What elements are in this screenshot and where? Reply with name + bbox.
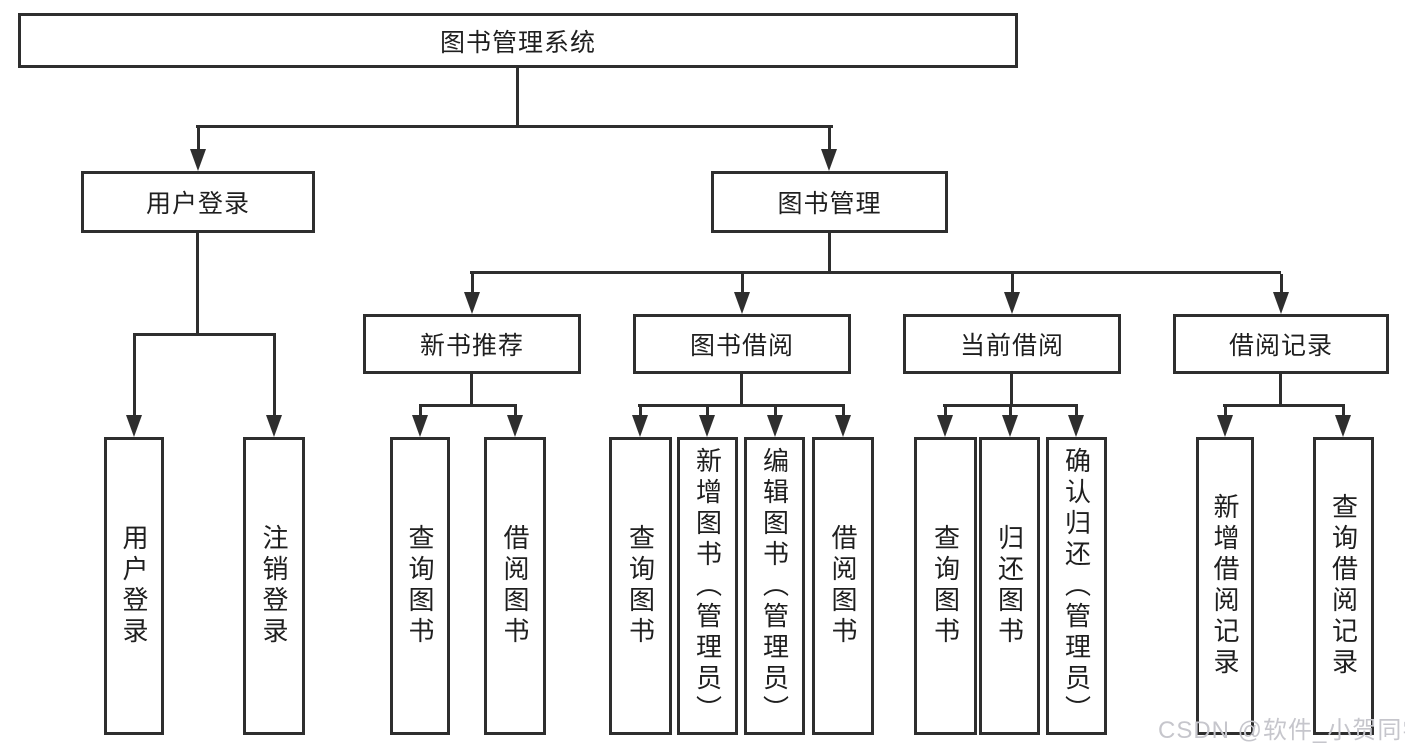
arrowhead-icon [266,415,282,437]
leaf-label: 确认归还（管理员） [1061,446,1092,726]
watermark: CSDN @软件_小贺同学 [1158,717,1405,744]
leaf-label: 查询图书 [930,524,961,648]
node-library-management-system: 图书管理系统 [18,13,1018,68]
arrow-to-leaf-edit-books-admin [767,404,783,437]
arrowhead-icon [412,415,428,437]
leaf-user-login: 用户登录 [104,437,164,735]
leaf-logout: 注销登录 [243,437,305,735]
leaf-label: 新增借阅记录 [1210,493,1240,679]
node-label: 图书管理 [777,190,882,218]
leaf-label: 查询图书 [625,524,656,648]
leaf-borrow-books-newrec: 借阅图书 [484,437,546,735]
arrowhead-icon [835,415,851,437]
arrowhead-icon [1002,415,1018,437]
arrow-to-leaf-borrow-books-1 [507,404,523,437]
node-label: 用户登录 [145,190,250,218]
arrow-to-borrowing-records [1273,274,1289,314]
node-new-book-recommendation: 新书推荐 [363,314,581,374]
arrow-to-leaf-query-borrow-record [1335,404,1351,437]
leaf-borrow-books: 借阅图书 [812,437,874,735]
leaf-query-borrow-record: 查询借阅记录 [1313,437,1374,735]
arrowhead-icon [190,149,206,171]
leaf-query-books-current: 查询图书 [914,437,977,735]
arrow-to-leaf-logout [266,336,282,437]
connector-section4-distributor [1223,404,1345,407]
arrow-to-new-book-recommendation [464,274,480,314]
leaf-label: 注销登录 [259,524,289,648]
node-book-borrowing: 图书借阅 [633,314,851,374]
connector-book-management-stem [828,233,831,274]
arrow-to-leaf-query-books-2 [632,404,648,437]
arrowhead-icon [767,415,783,437]
arrow-to-leaf-query-books-3 [937,404,953,437]
arrowhead-icon [632,415,648,437]
arrow-to-book-borrowing [734,274,750,314]
node-borrowing-records: 借阅记录 [1173,314,1389,374]
connector-section1-distributor [419,404,517,407]
arrow-to-current-borrowing [1004,274,1020,314]
leaf-label: 借阅图书 [828,524,858,648]
node-label: 新书推荐 [419,332,524,360]
leaf-edit-books-admin: 编辑图书（管理员） [744,437,805,735]
arrowhead-icon [1068,415,1084,437]
arrowhead-icon [734,292,750,314]
leaf-label: 查询图书 [405,524,435,648]
arrow-to-user-login [190,128,206,171]
arrowhead-icon [126,415,142,437]
connector-user-login-stem [196,233,199,336]
leaf-query-books-newrec: 查询图书 [390,437,450,735]
arrowhead-icon [464,292,480,314]
leaf-add-borrow-record: 新增借阅记录 [1196,437,1254,735]
connector-root-distributor [196,125,833,128]
connector-user-login-distributor [133,333,276,336]
arrow-to-leaf-user-login [126,336,142,437]
connector-section4-stem [1279,374,1282,407]
leaf-label: 查询借阅记录 [1328,493,1359,679]
connector-section1-stem [470,374,473,407]
arrow-to-leaf-confirm-return-admin [1068,404,1084,437]
node-label: 借阅记录 [1228,332,1333,360]
arrowhead-icon [1004,292,1020,314]
leaf-add-books-admin: 新增图书（管理员） [677,437,738,735]
arrowhead-icon [1273,292,1289,314]
arrow-to-leaf-add-borrow-record [1217,404,1233,437]
node-user-login: 用户登录 [81,171,315,233]
connector-book-management-distributor [470,271,1281,274]
arrow-to-leaf-add-books-admin [699,404,715,437]
arrowhead-icon [1335,415,1351,437]
leaf-label: 借阅图书 [500,524,530,648]
node-label: 图书管理系统 [439,28,596,57]
arrowhead-icon [507,415,523,437]
arrow-to-leaf-borrow-books-2 [835,404,851,437]
arrow-to-leaf-query-books-1 [412,404,428,437]
leaf-label: 新增图书（管理员） [692,446,723,726]
node-label: 当前借阅 [959,332,1064,360]
arrow-to-leaf-return-books [1002,404,1018,437]
node-book-management: 图书管理 [711,171,948,233]
connector-root-stem [516,68,519,126]
leaf-label: 用户登录 [119,524,149,648]
leaf-query-books-borrow: 查询图书 [609,437,672,735]
node-current-borrowing: 当前借阅 [903,314,1121,374]
arrowhead-icon [699,415,715,437]
arrowhead-icon [821,149,837,171]
connector-section3-stem [1010,374,1013,407]
node-label: 图书借阅 [689,332,794,360]
connector-section2-distributor [638,404,844,407]
arrow-to-book-management [821,128,837,171]
leaf-label: 编辑图书（管理员） [759,446,790,726]
arrowhead-icon [1217,415,1233,437]
leaf-return-books: 归还图书 [979,437,1040,735]
leaf-confirm-return-admin: 确认归还（管理员） [1046,437,1107,735]
connector-section2-stem [740,374,743,407]
leaf-label: 归还图书 [994,524,1025,648]
arrowhead-icon [937,415,953,437]
